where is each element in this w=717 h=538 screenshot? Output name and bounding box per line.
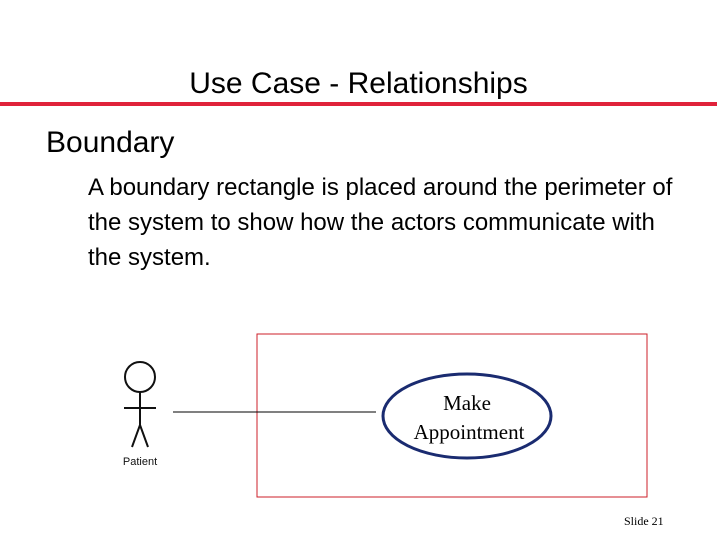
title-divider <box>0 102 717 106</box>
make-appointment-use-case <box>381 372 553 460</box>
use-case-label-line1: Make <box>443 391 491 415</box>
actor-label: Patient <box>123 456 157 468</box>
slide-title: Use Case - Relationships <box>189 67 528 100</box>
use-case-diagram: Patient Make Appointment <box>123 333 648 498</box>
patient-actor-icon <box>124 361 156 448</box>
boundary-description: A boundary rectangle is placed around th… <box>88 174 673 271</box>
boundary-heading: Boundary <box>46 126 175 159</box>
system-boundary <box>256 333 648 498</box>
slide-number: Slide 21 <box>624 514 664 528</box>
use-case-label-line2: Appointment <box>414 420 525 444</box>
